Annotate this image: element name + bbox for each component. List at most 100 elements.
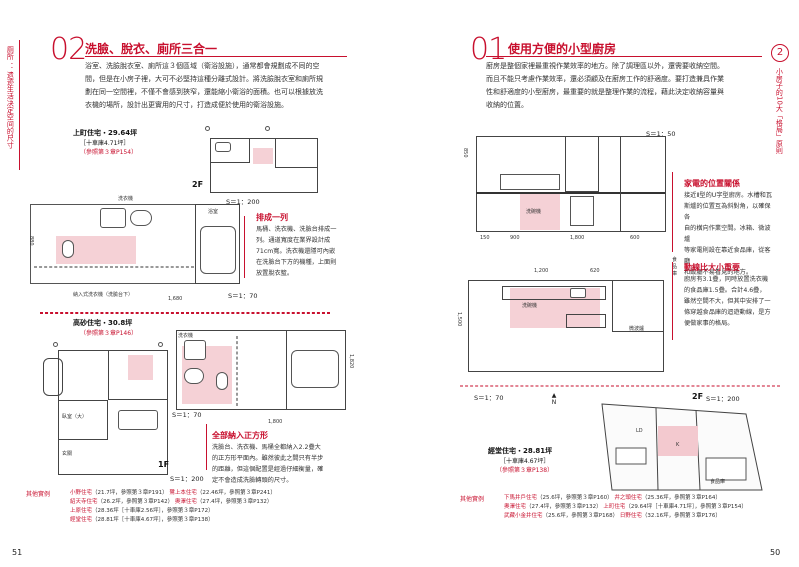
elevation-dim-mid: 1,800 (570, 235, 585, 241)
elevation-dim-left: 850 (462, 148, 468, 158)
floorplan-fixture (615, 447, 647, 465)
example-name: 上原住宅 (70, 508, 93, 514)
elevation-label-sink: 洗碗機 (526, 209, 542, 215)
left-body-line: 衣機的場所，設計出更實用的尺寸，打造成便於使用的衛浴設施。 (85, 101, 288, 109)
floorplan-sub1: ［十車庫4.67坪］ (500, 458, 550, 465)
note-line: 等家電則設在靠近食品庫，從客廳 (684, 247, 771, 265)
right-body-line: 收納的位置。 (486, 101, 528, 109)
note-line: 和飯廳不易看見的地方。 (684, 269, 753, 276)
plan2-label-entry: 玄關 (62, 451, 73, 457)
chapter-circle: 2 (771, 44, 789, 62)
right-side-tab: 小房子的10大「格局」原則 (775, 68, 784, 154)
right-note1-leader (672, 172, 673, 252)
example-detail: （22.46坪，參照第３章P241） (196, 490, 276, 496)
plan2-toilet (216, 372, 228, 390)
plan2-highlight (128, 355, 153, 380)
plan1-small-room (275, 138, 318, 168)
kitchen-sink (570, 288, 586, 298)
kitchen-counter (502, 286, 606, 300)
example-detail: （32.16坪，參照第３章P176） (641, 513, 721, 519)
example-name: 小野住宅 (70, 490, 93, 496)
left-body-text: 浴室、洗臉脫衣室、廁所這３個區域（衛浴設施），通常都會規劃成不同的空 間，但是在… (85, 60, 347, 112)
example-row: 下馬井戶住宅（25.6坪，參照第３章P160） 井之頭住宅（25.36坪，參照第… (504, 494, 747, 503)
note-line: 71cm寬。洗衣機還隱可內嵌 (256, 248, 336, 255)
elevation-dim-right: 600 (630, 235, 640, 241)
floor-label-ld: LD (636, 428, 643, 434)
note-line: 的食品庫1.5疊。合計4.6疊， (684, 287, 766, 294)
plan1-small-fixture (215, 142, 231, 152)
left-page-number: 51 (12, 548, 23, 557)
elevation-scale: S＝1：50 (646, 130, 676, 138)
right-body-line: 而且不能只考慮作業效率，還必須顧及在廚房工作的舒適度。要打造兼具作業 (486, 75, 724, 83)
left-section-title: 洗臉、脫衣、廁所三合一 (85, 42, 218, 56)
example-detail: （25.36坪，參照第３章P164） (641, 495, 721, 501)
plan2-room-washroom (108, 350, 168, 400)
right-examples-list: 下馬井戶住宅（25.6坪，參照第３章P160） 井之頭住宅（25.36坪，參照第… (504, 494, 747, 521)
right-section-number: 01 (470, 32, 507, 67)
plan1-sub2: （參照第３章P154） (80, 149, 138, 156)
plan1-title: 上町住宅・29.64坪 (73, 129, 138, 137)
plan2-fixture (118, 410, 158, 430)
plan1-dashed-line (34, 266, 194, 268)
note-line: 便做家事的格局。 (684, 320, 734, 327)
plan2-label-room: 臥室（大） (62, 414, 88, 420)
right-separator (460, 385, 780, 387)
note-line: 自的橫向作業空間。冰箱、微波爐 (684, 225, 771, 243)
elevation-shelf-items (500, 174, 560, 190)
kitchen-island (566, 314, 606, 328)
note-line: 馬桶、洗衣機、洗臉台排成一 (256, 226, 337, 233)
left-body-line: 間，但是在小房子裡，大可不必堅持這種分離式設計。將洗臉脫衣室和廁所規 (85, 75, 323, 83)
right-note2-leader (672, 262, 673, 340)
example-name: 武藏小金井住宅 (504, 513, 543, 519)
elevation-dim-b: 900 (510, 235, 520, 241)
note-line: 定不會造成洗臉轉頭的尺寸。 (212, 477, 293, 484)
plan1-bath-room (195, 204, 240, 284)
right-body-line: 廚房是整個家裡最重視作業效率的地方。除了調理區以外，還需要收納空間。 (486, 62, 724, 70)
kitchen-dim-1200: 1,200 (534, 268, 549, 274)
plan2-floor-label: 1F (158, 460, 170, 469)
plan1-caption: 納入式洗衣機（洗臉台下） (73, 292, 134, 298)
plan2-car (43, 358, 63, 396)
house-floorplan (601, 403, 763, 491)
example-detail: （27.4坪，參照第３章P132） (196, 499, 273, 505)
left-side-tab: 厕所 ： 遗迹生活决定空间的尺寸 (6, 46, 15, 149)
right-examples-label: 其他實例 (460, 496, 485, 503)
plan1-dim-1680: 1,680 (168, 296, 183, 302)
kitchen-scale: S＝1：70 (474, 394, 504, 402)
left-body-line: 浴室、洗臉脫衣室、廁所這３個區域（衛浴設施），通常都會規劃成不同的空 (85, 62, 320, 70)
kitchen-pantry (612, 280, 664, 332)
plan1-bathtub (200, 226, 236, 274)
plan2-dim-1800: 1,800 (268, 419, 283, 425)
left-note2-title: 全部納入正方形 (212, 431, 268, 440)
plan2-washer (184, 340, 206, 360)
elevation-counter-line (476, 192, 666, 194)
example-detail: （27.4坪，參照第３章P132） (526, 504, 602, 510)
floor-2f-label: 2F (692, 392, 704, 401)
note-line: 雖然空間不大，但其中安排了一 (684, 298, 771, 305)
plan1-toilet (62, 240, 74, 258)
left-note1-body: 馬桶、洗衣機、洗臉台排成一 列。通道寬度在業界設計成 71cm寬。洗衣機還隱可內… (256, 224, 366, 279)
elevation-appliance (570, 196, 594, 226)
plan1-small-marker (265, 126, 270, 131)
left-note1-title: 排成一列 (256, 213, 288, 222)
example-name: 上町住宅 (603, 504, 626, 510)
right-page-number: 50 (770, 548, 781, 557)
plan2-sink (184, 368, 204, 384)
left-examples-label: 其他實例 (26, 491, 51, 498)
plan2-room-bedroom (58, 400, 108, 440)
elevation-tall-cabinet (620, 136, 666, 232)
plan2-detail-bath (286, 330, 346, 410)
plan1-washer (100, 208, 126, 228)
right-note1-body: 接近Ⅱ型的U字型廚房。水槽和瓦 斯爐的位置互為斜對角，以確保各 自的橫向作業空間… (684, 190, 774, 278)
left-side-tab-rule (19, 40, 20, 170)
plan2-scale2: S＝1：200 (170, 475, 204, 483)
note-line: 的距離，但這個配置是經過仔細衡量，確 (212, 466, 324, 473)
left-body-line: 劃在同一空間裡，不僅不會感到狹窄，還能縮小衛浴的面積。也可以根據放洗 (85, 88, 323, 96)
example-name: 下馬井戶住宅 (504, 495, 538, 501)
example-detail: （28.81坪［十車庫4.67坪］，參照第３章P138） (92, 517, 214, 523)
note2-leader-line (206, 424, 207, 470)
example-name: 鷺上本住宅 (169, 490, 197, 496)
example-row: 武藏小金井住宅（25.6坪，參照第３章P168） 日野住宅（32.16坪，參照第… (504, 512, 747, 521)
plan1-dim-880: 880 (28, 236, 34, 246)
plan1-label-bath: 浴室 (208, 209, 219, 215)
